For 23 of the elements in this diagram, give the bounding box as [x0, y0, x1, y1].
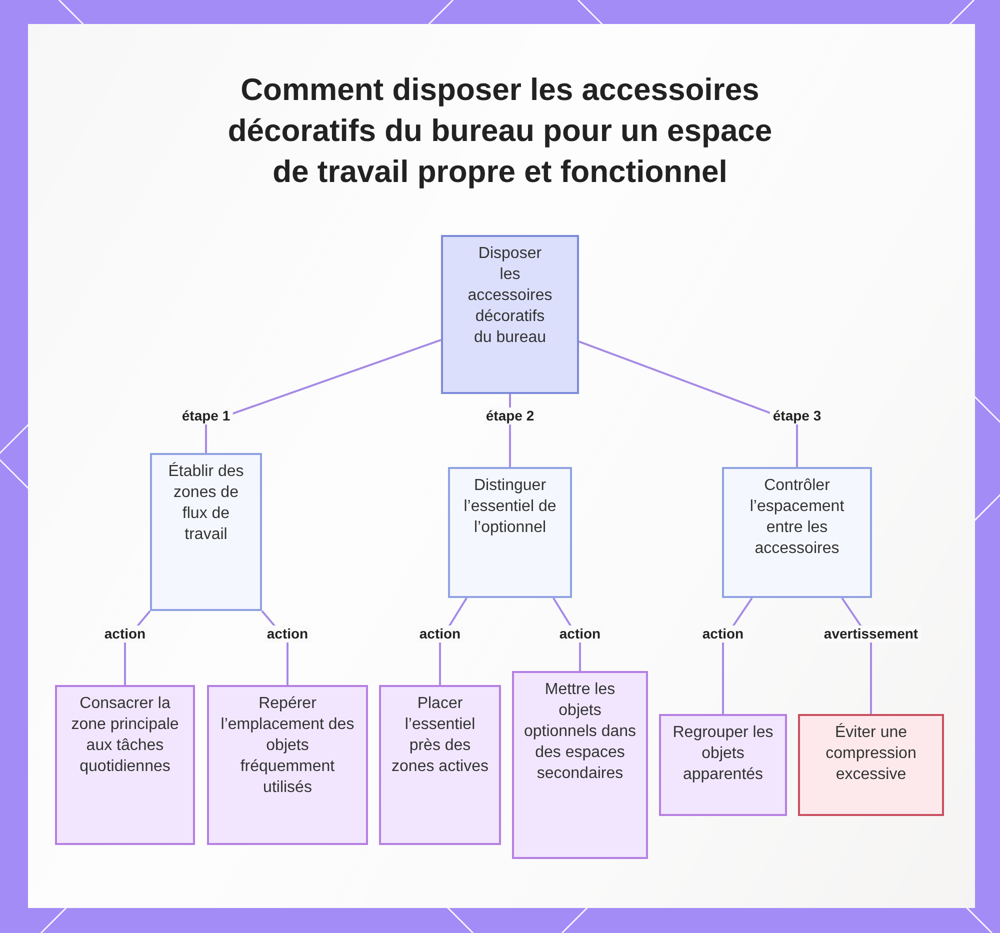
- connector-line: [205, 339, 442, 453]
- box-text: Disposer les accessoires décoratifs du bureau: [467, 244, 553, 348]
- box-text: Placer l’essentiel près des zones actives: [390, 694, 490, 777]
- step-box: [150, 453, 262, 611]
- box-text: Repérer l’emplacement des objets fréquemment utilisés: [220, 694, 356, 798]
- step-box: [722, 467, 872, 598]
- box-text: Consacrer la zone principale aux tâches quotidiennes: [70, 694, 180, 777]
- topic-box: [441, 235, 579, 394]
- box-text: Contrôler l’espacement entre les accessoires: [748, 476, 846, 559]
- action-box: [659, 714, 787, 816]
- connector-line: [578, 340, 798, 467]
- step-box: [448, 467, 572, 598]
- box-text: Éviter une compression excessive: [824, 722, 918, 785]
- action-box: [207, 685, 368, 845]
- diagram-title: Comment disposer les accessoires décoratifs du bureau pour un espace de travail propre et fonctionnel: [226, 71, 774, 191]
- warning-box: [798, 714, 944, 816]
- box-text: Mettre les objets optionnels dans des espaces secondaires: [522, 680, 638, 784]
- box-text: Établir des zones de flux de travail: [167, 461, 245, 545]
- action-box: [379, 685, 501, 845]
- action-box: [512, 671, 648, 859]
- box-text: Distinguer l’essentiel de l’optionnel: [462, 476, 558, 538]
- action-box: [55, 685, 195, 845]
- box-text: Regrouper les objets apparentés: [672, 723, 774, 785]
